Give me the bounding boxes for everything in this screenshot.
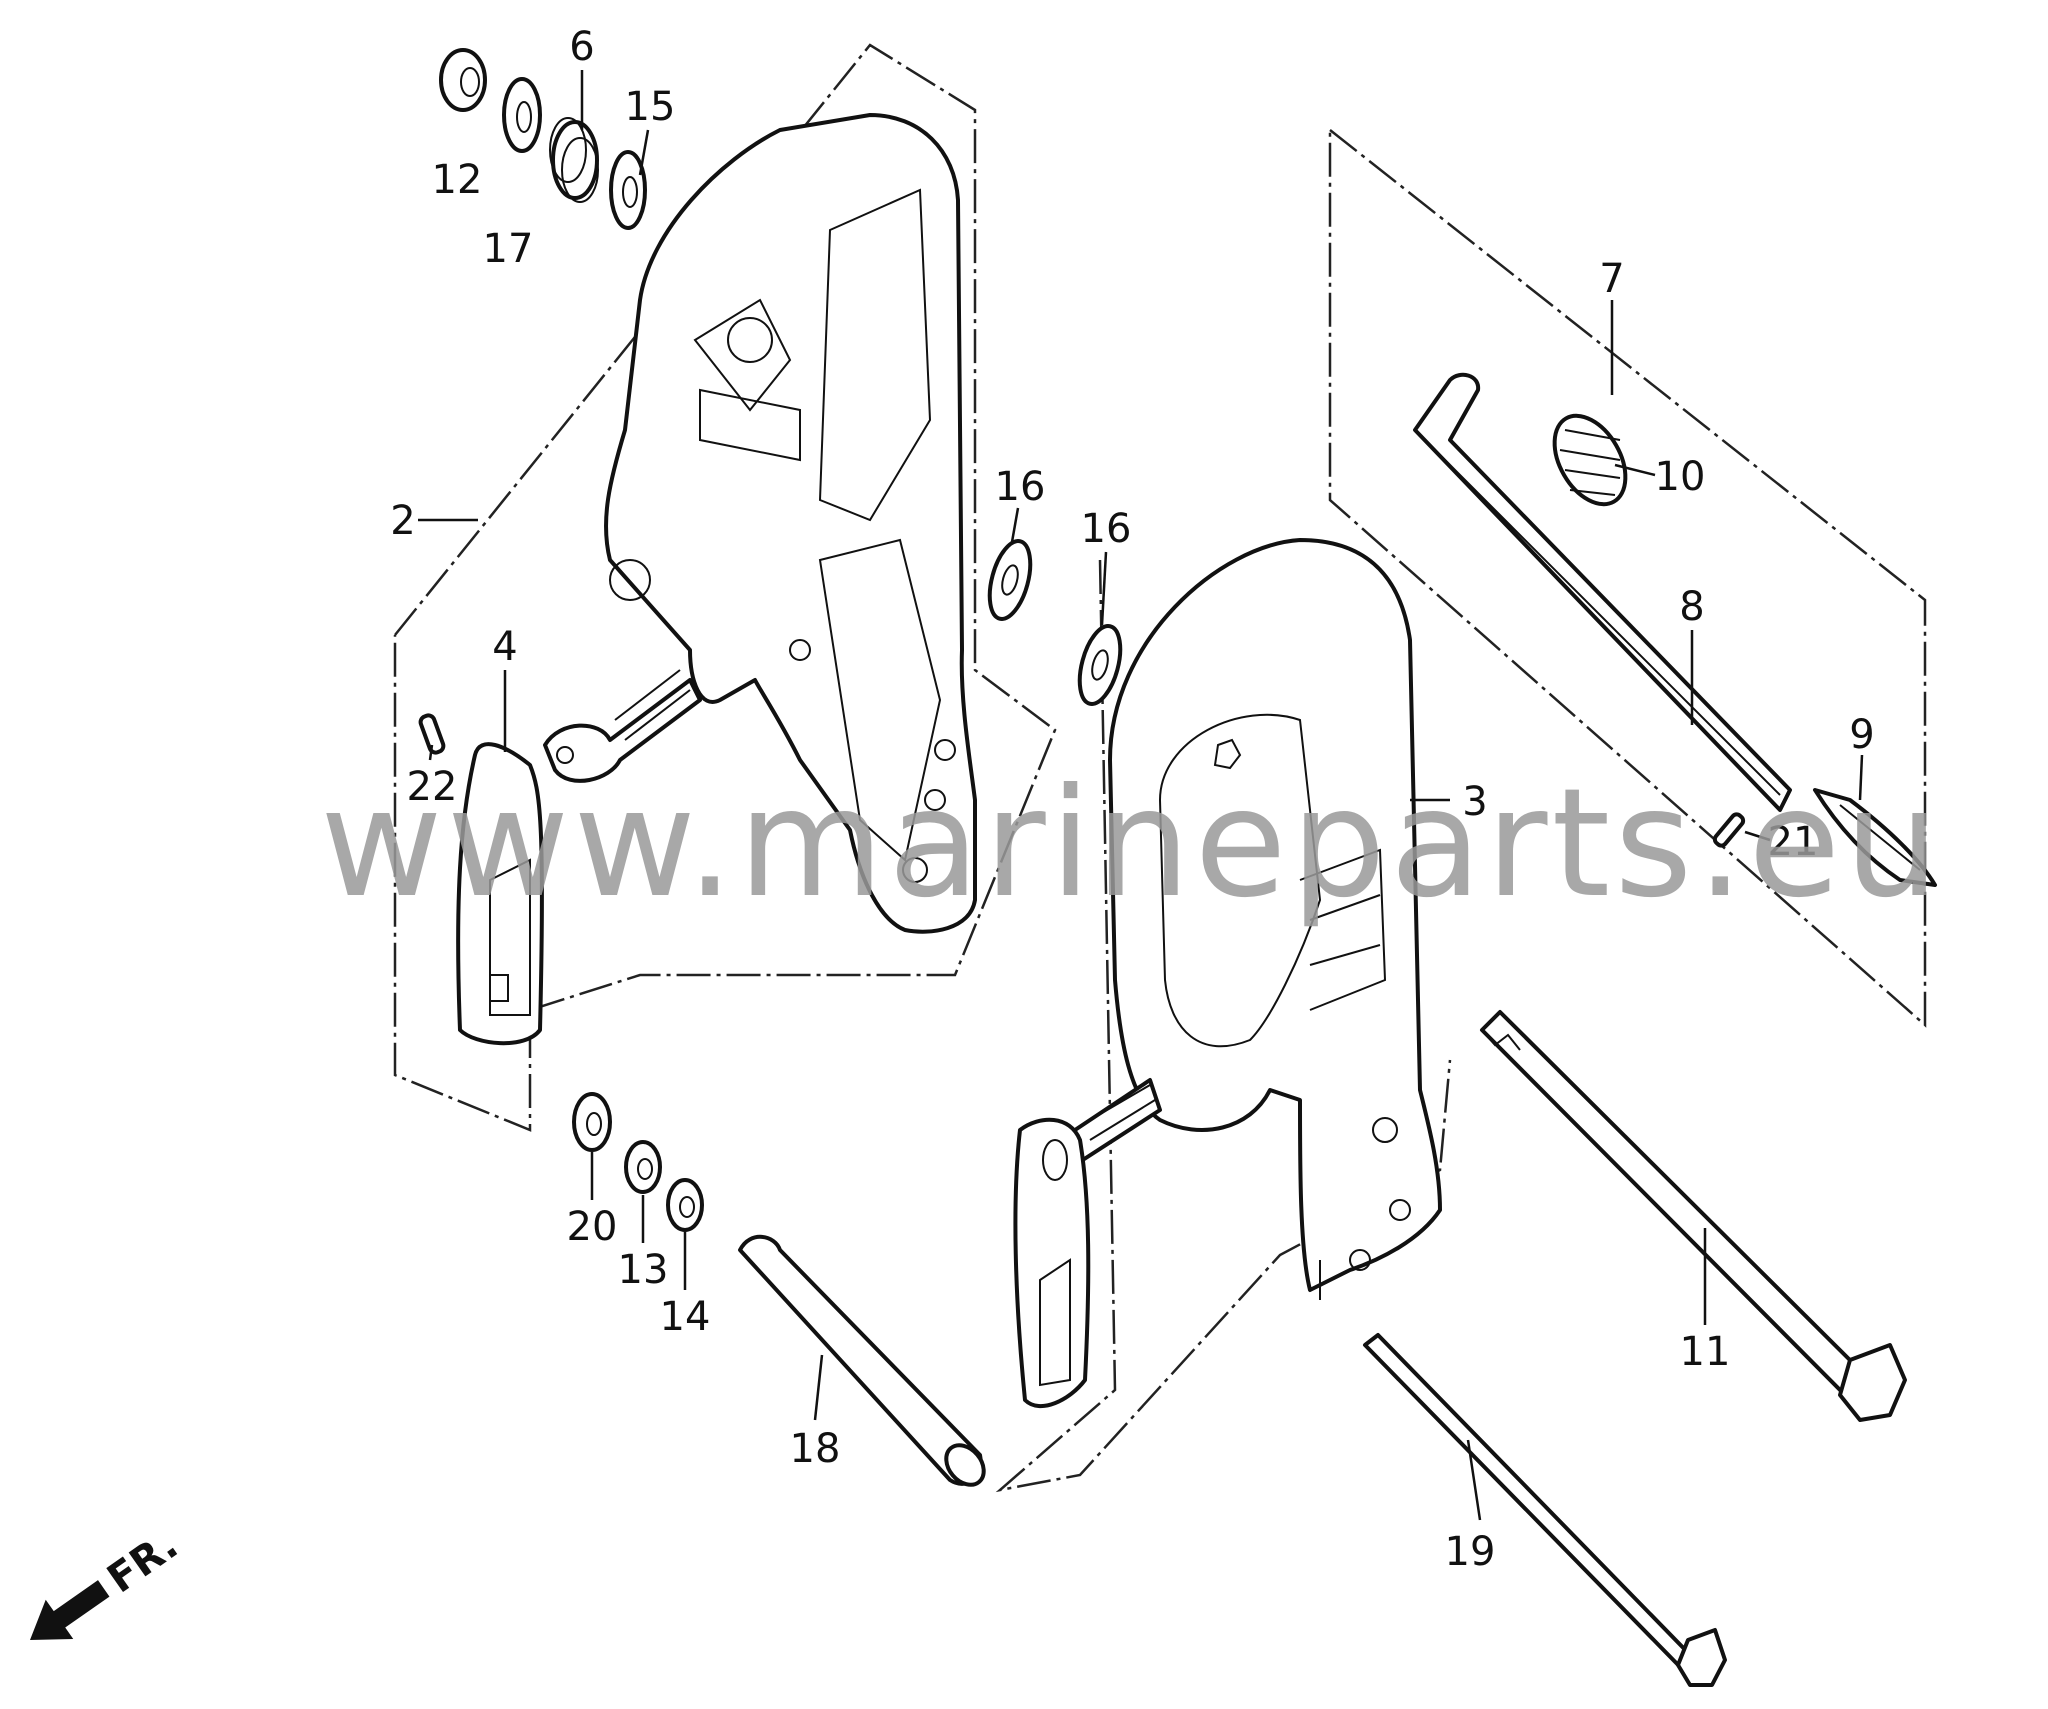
callout-8: 8: [1679, 584, 1704, 630]
group-outline-3: [995, 559, 1452, 1493]
stern-bracket-left: [543, 113, 977, 934]
tilt-rod-assembly: [1413, 372, 1937, 887]
callout-20: 20: [567, 1204, 618, 1250]
callout-10: 10: [1655, 454, 1706, 500]
callout-17: 17: [483, 226, 534, 272]
leader-lines: [418, 70, 1864, 1521]
callout-15: 15: [625, 84, 676, 130]
callout-21: 21: [1768, 819, 1819, 865]
group-outlines: [393, 43, 1927, 1493]
callout-2: 2: [390, 498, 415, 544]
stern-bracket-right: [1013, 538, 1442, 1408]
group-outline-2: [393, 43, 1057, 1132]
callout-12: 12: [432, 157, 483, 203]
callout-19: 19: [1445, 1529, 1496, 1575]
sleeve-18: [738, 1234, 986, 1487]
watermark: www.marineparts.eu: [320, 757, 1944, 931]
group-outline-7: [1328, 127, 1927, 1028]
callout-16-a: 16: [995, 464, 1046, 510]
clamp-pad-left: [456, 742, 544, 1046]
callout-labels: 2 3 4 6 7 8 9 10 11 12 13 14 15 16 16 17…: [390, 24, 1874, 1575]
bolt-11: [1480, 1010, 1907, 1422]
callout-14: 14: [660, 1294, 711, 1340]
callout-18: 18: [790, 1426, 841, 1472]
callout-9: 9: [1849, 712, 1874, 758]
callout-22: 22: [407, 764, 458, 810]
callout-7: 7: [1599, 256, 1624, 302]
callout-16-b: 16: [1081, 506, 1132, 552]
front-label: FR.: [99, 1522, 186, 1602]
arrow-left-icon: [30, 1580, 110, 1640]
bolt-19: [1363, 1333, 1727, 1687]
callout-3: 3: [1462, 779, 1487, 825]
front-direction-indicator: FR.: [30, 1522, 186, 1640]
callout-4: 4: [492, 624, 517, 670]
hardware-lower: [572, 1092, 704, 1232]
callout-11: 11: [1680, 1329, 1731, 1375]
pin-22: [418, 713, 446, 755]
washers-16: [987, 539, 1123, 706]
hardware-upper: [439, 48, 647, 230]
callout-13: 13: [618, 1247, 669, 1293]
callout-6: 6: [569, 24, 594, 70]
